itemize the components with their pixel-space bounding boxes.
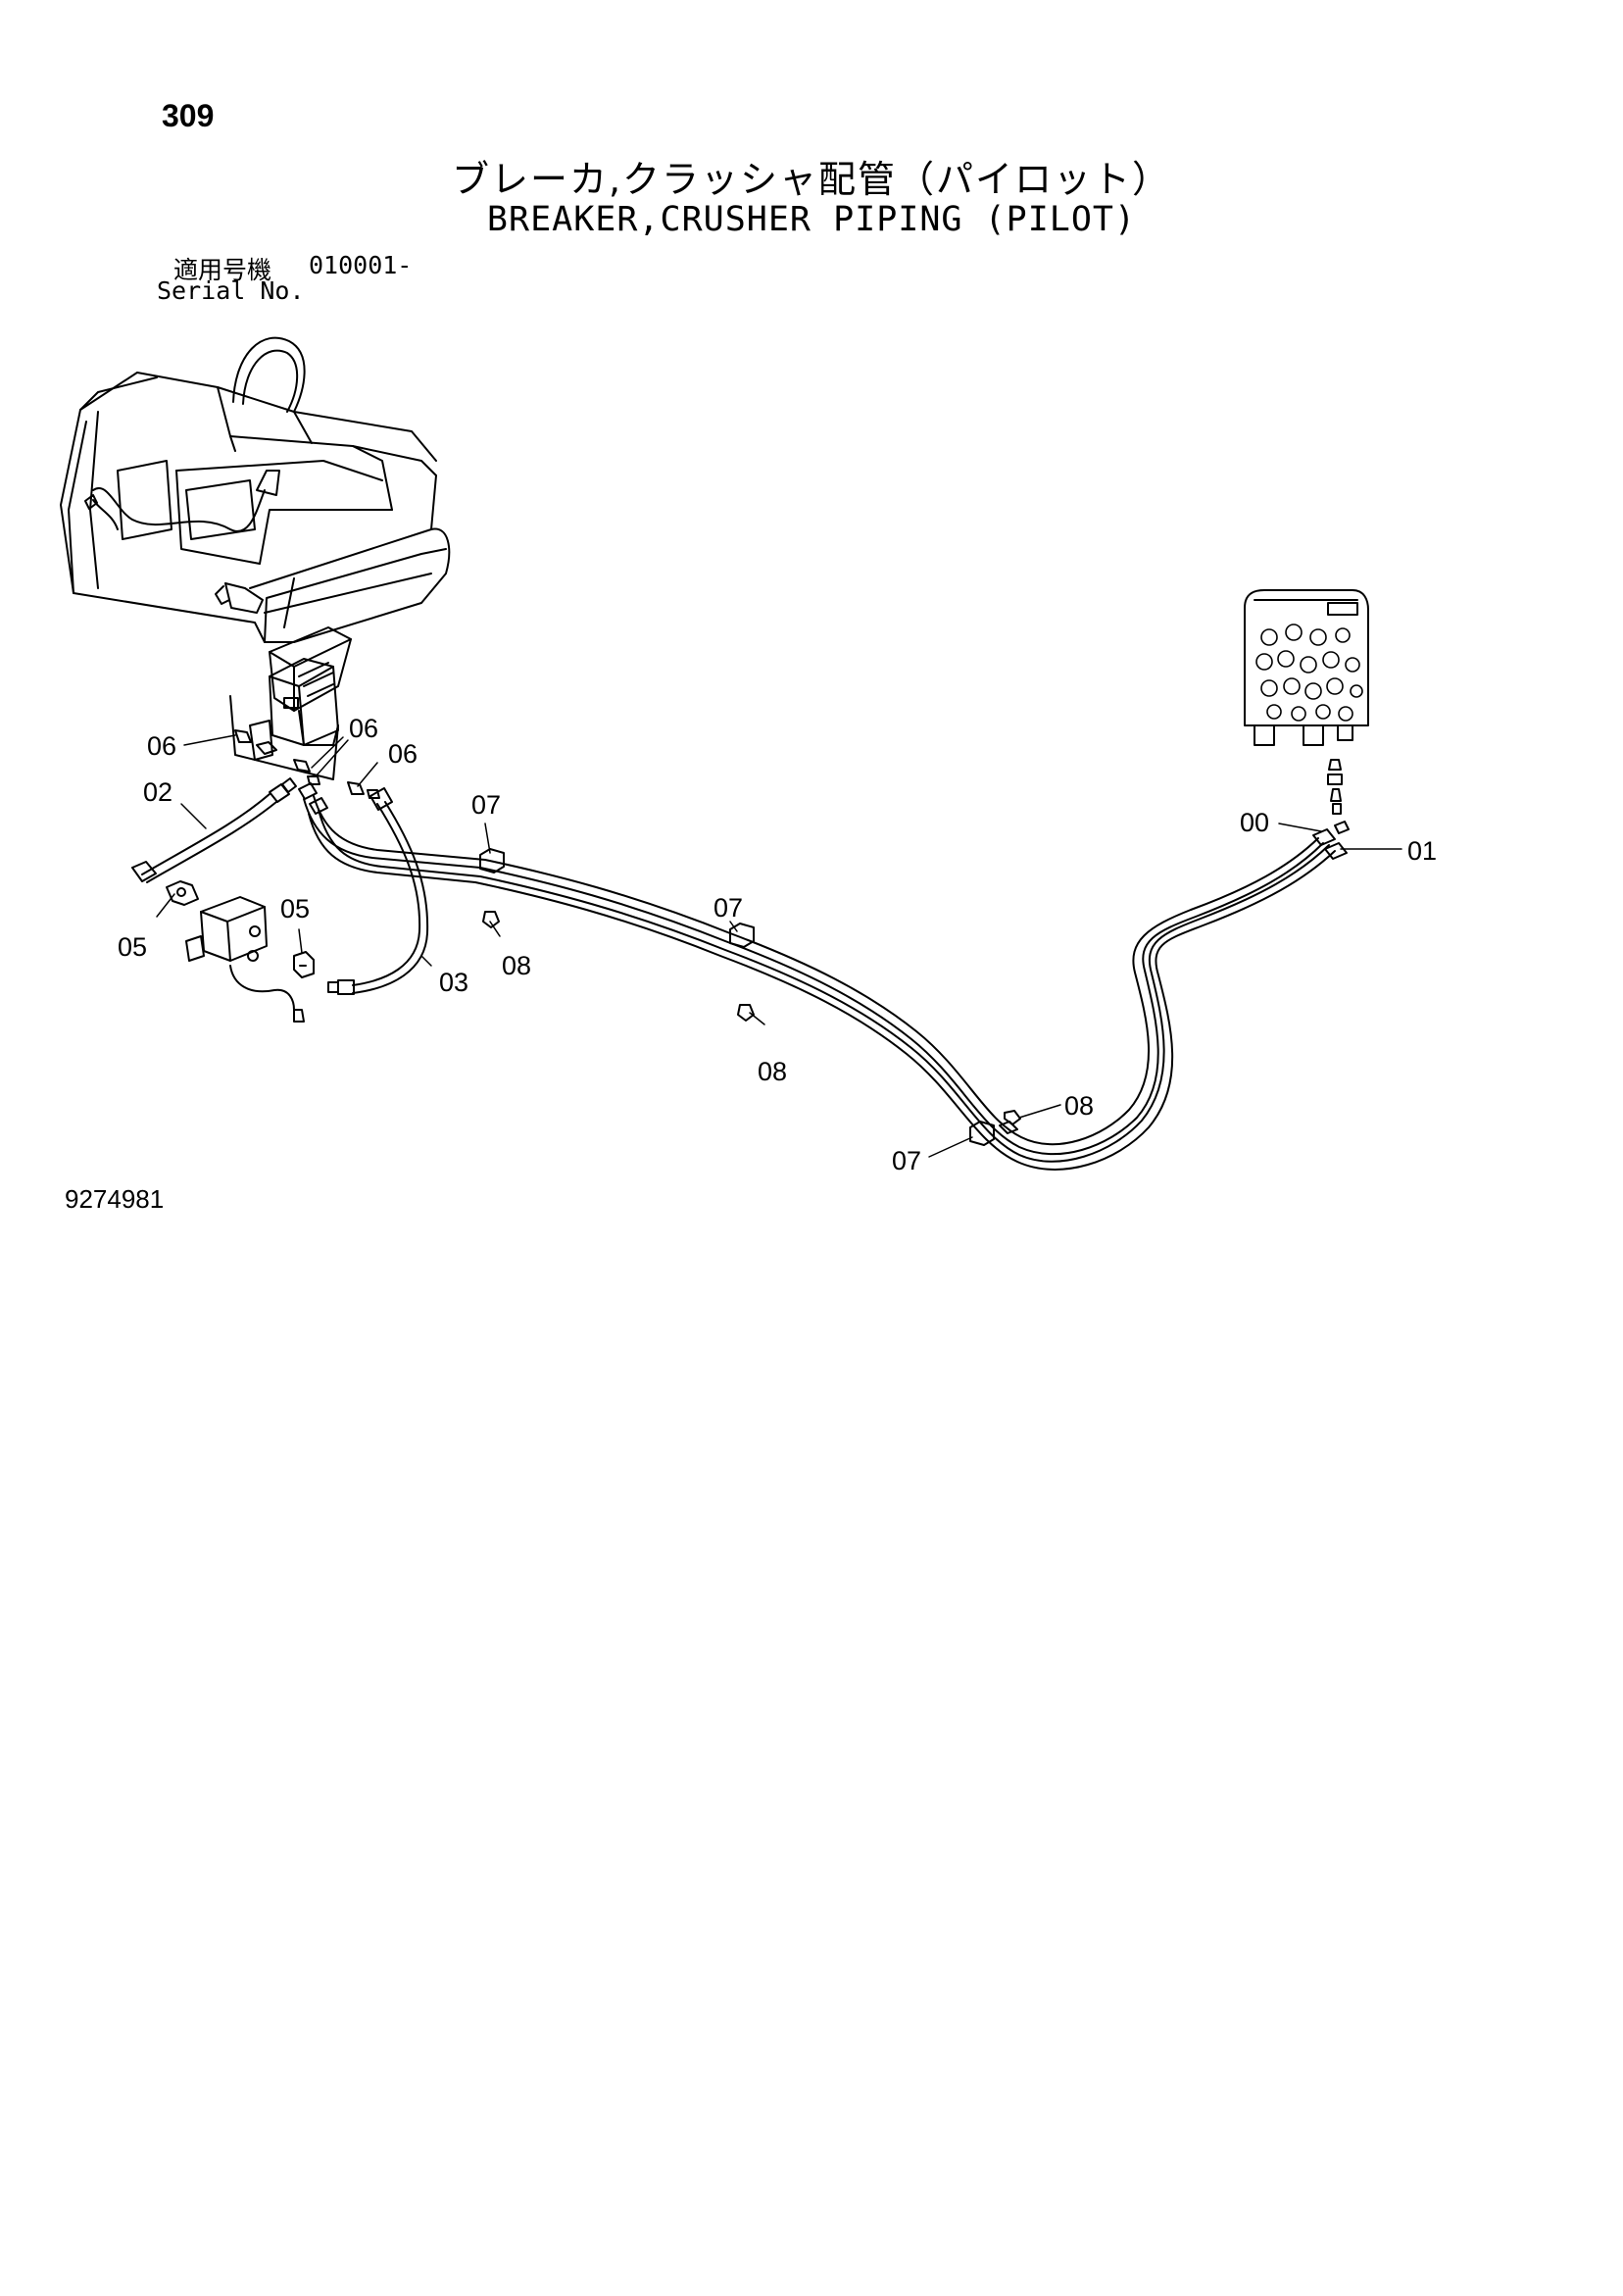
callout-07-third: 07	[892, 1146, 921, 1175]
pilot-valve-block-illustration	[1244, 589, 1369, 815]
title-english: BREAKER,CRUSHER PIPING (PILOT)	[486, 200, 1137, 239]
machine-overview-illustration	[60, 336, 451, 643]
leader-lines	[156, 734, 1402, 1158]
callout-labels: 06 06 06 02 05 05 03 07 07 07 08 08 08 0…	[118, 714, 1437, 1175]
callout-06-left: 06	[147, 731, 176, 761]
callout-08-second: 08	[758, 1057, 787, 1086]
callout-05-right: 05	[280, 894, 310, 923]
callout-07-first: 07	[471, 790, 501, 820]
callout-05-left: 05	[118, 932, 147, 962]
fitting-06-group	[234, 729, 380, 799]
callout-08-first: 08	[502, 951, 531, 980]
callout-08-third: 08	[1064, 1091, 1094, 1121]
callout-06-right: 06	[388, 739, 418, 769]
hose-03	[327, 787, 429, 995]
title-japanese: ブレーカ,クラッシャ配管（パイロット）	[451, 158, 1172, 201]
clamps-and-bolts	[479, 848, 1021, 1146]
callout-01: 01	[1407, 836, 1437, 866]
callout-03: 03	[439, 968, 468, 997]
drawing-number: 9274981	[65, 1184, 165, 1214]
serial-label-japanese: 適用号機	[173, 256, 272, 284]
serial-label-english: Serial No.	[157, 276, 305, 305]
page-number: 309	[162, 98, 215, 133]
callout-07-second: 07	[713, 893, 743, 923]
connector-block-illustration	[229, 626, 352, 780]
callout-06-middle: 06	[349, 714, 378, 743]
serial-value: 010001-	[309, 251, 413, 279]
callout-00: 00	[1240, 808, 1269, 837]
callout-02: 02	[143, 777, 172, 807]
hose-02	[131, 777, 297, 883]
